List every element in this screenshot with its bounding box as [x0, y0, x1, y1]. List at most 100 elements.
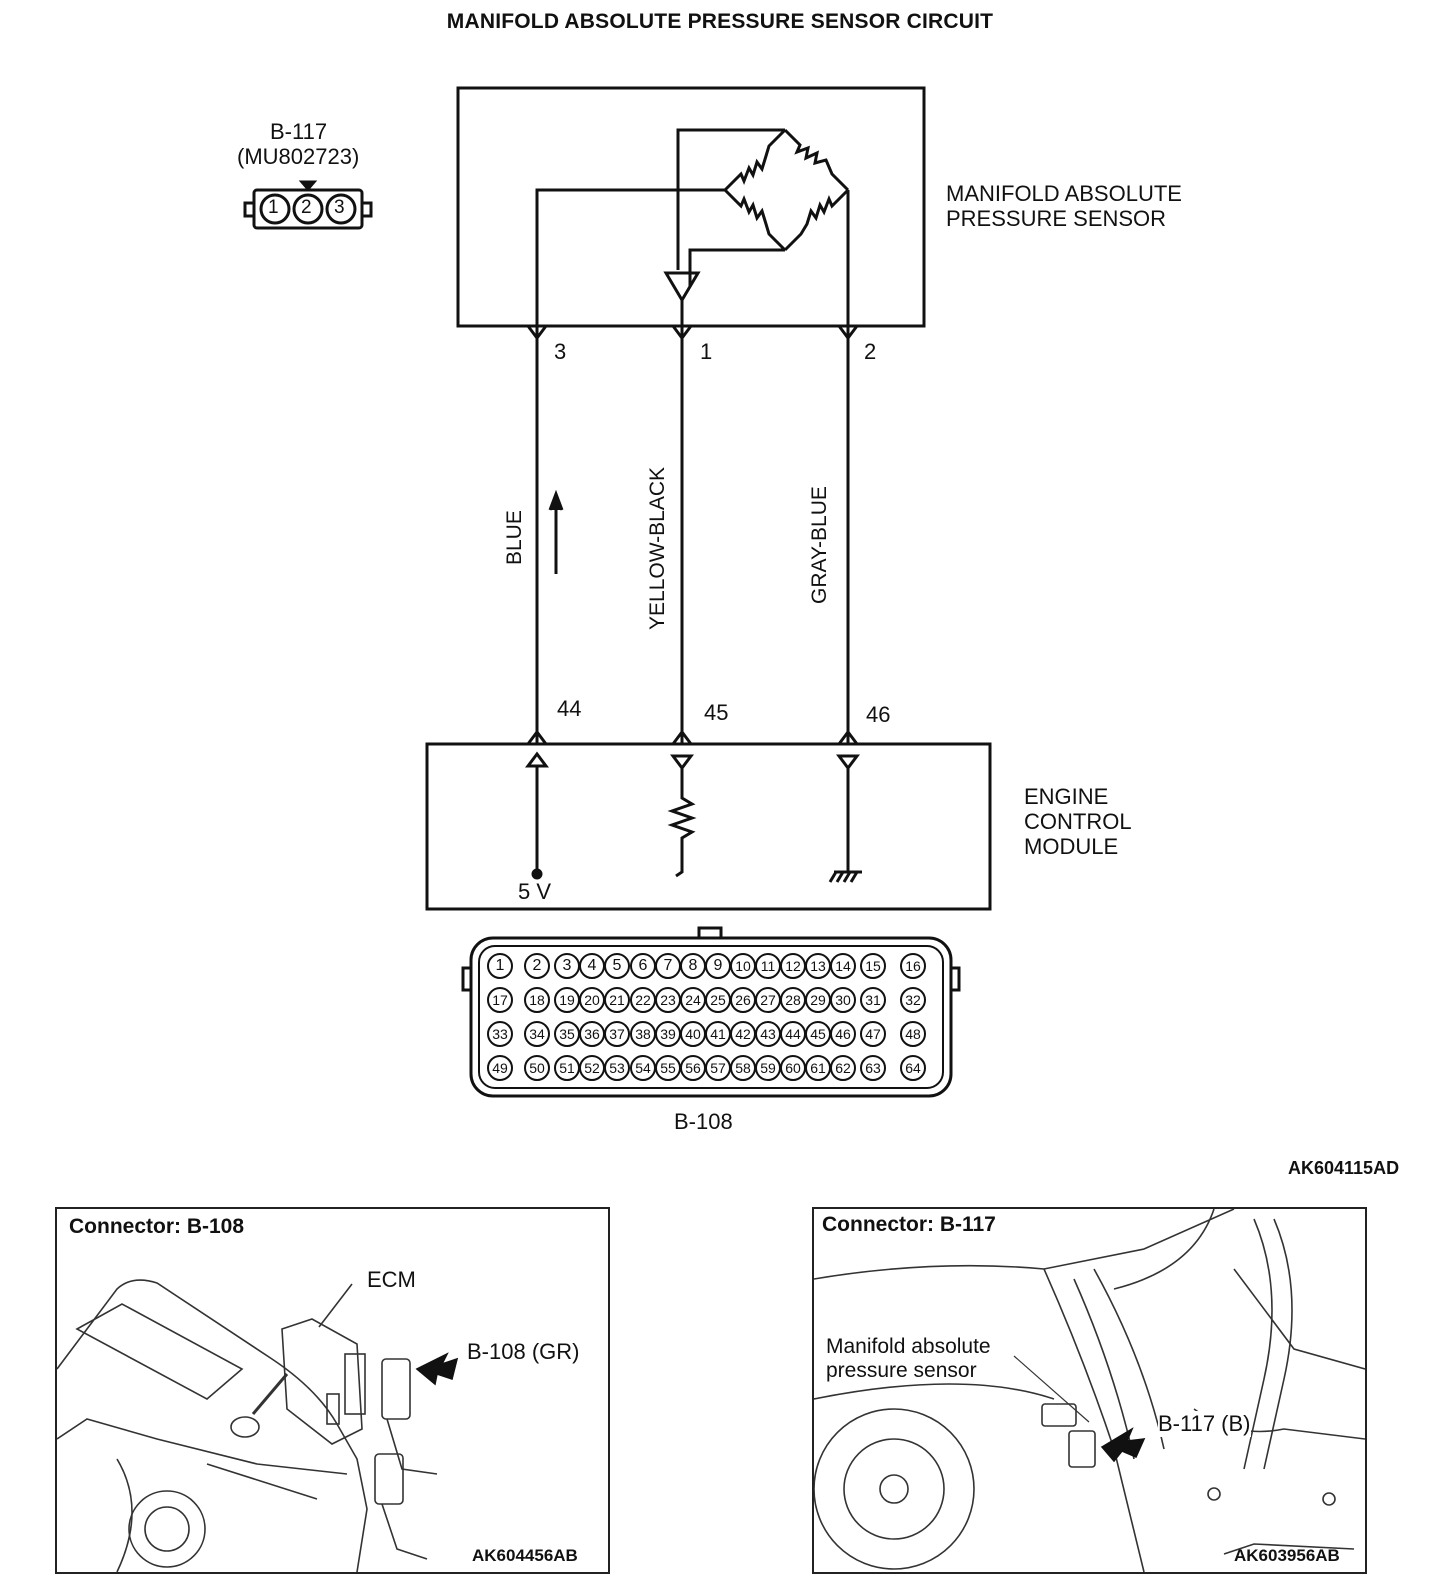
panel-b117-sensor-label-line1: Manifold absolute	[826, 1335, 991, 1359]
car-outline	[57, 1279, 368, 1572]
b108-pin-number: 61	[810, 1060, 826, 1076]
b108-pin-number: 23	[660, 992, 676, 1008]
b108-pin-circle	[524, 1055, 550, 1081]
panel-b117-illustration	[814, 1209, 1365, 1572]
b108-pin-number: 1	[495, 957, 505, 974]
sensor-label-line2: PRESSURE SENSOR	[946, 206, 1167, 231]
diagram-title: MANIFOLD ABSOLUTE PRESSURE SENSOR CIRCUI…	[446, 10, 994, 33]
b117-connector-id: B-117	[270, 119, 328, 144]
b108-pin-number: 13	[810, 958, 826, 974]
b108-pin-number: 24	[685, 992, 701, 1008]
b108-pin-number: 16	[905, 958, 921, 974]
ecm-input-arrow-middle	[670, 754, 694, 771]
b108-pin-circle	[524, 987, 550, 1013]
b108-pin-number: 17	[492, 992, 508, 1008]
b108-pin-number: 12	[785, 958, 801, 974]
b108-pin-circle	[830, 953, 856, 979]
b108-pin-circle	[487, 1055, 513, 1081]
b108-pin-number: 29	[810, 992, 826, 1008]
sensor-box	[456, 86, 926, 328]
panel-connector-b117: Connector: B-117 Manifold absolute press…	[812, 1207, 1367, 1574]
b108-pin-number: 34	[529, 1026, 545, 1042]
b108-pin-number: 41	[710, 1026, 726, 1042]
b108-pin-number: 38	[635, 1026, 651, 1042]
b108-pin-number: 53	[609, 1060, 625, 1076]
b108-pin-number: 28	[785, 992, 801, 1008]
b117-connector-part: (MU802723)	[237, 144, 360, 169]
b108-pin-number: 54	[635, 1060, 651, 1076]
b108-pin-circle	[487, 1021, 513, 1047]
b108-connector-id: B-108	[674, 1109, 733, 1134]
b108-pin-circle	[604, 987, 630, 1013]
figure-code: AK604115AD	[1288, 1158, 1400, 1178]
panel-b117-code: AK603956AB	[1234, 1546, 1340, 1565]
b108-pin-number: 27	[760, 992, 776, 1008]
b108-pin-circle	[860, 1021, 886, 1047]
b108-pin-number: 20	[584, 992, 600, 1008]
b108-pin-circle	[524, 953, 550, 979]
b108-pin-number: 47	[865, 1026, 881, 1042]
b108-pin-circle	[604, 1021, 630, 1047]
b117-pin-3: 3	[334, 197, 345, 218]
b117-pointer-arrow	[1100, 1427, 1146, 1463]
b108-pin-circle	[900, 987, 926, 1013]
ecm-unit	[281, 1318, 363, 1445]
panel-b108-connector-label: B-108 (GR)	[467, 1339, 580, 1364]
b108-pin-circle	[604, 953, 630, 979]
wheel	[128, 1490, 206, 1568]
b108-pin-number: 63	[865, 1060, 881, 1076]
wire-label-gray-blue: GRAY-BLUE	[808, 486, 831, 604]
b108-pin-number: 50	[529, 1060, 545, 1076]
b117-pin-1: 1	[268, 197, 279, 218]
b108-pin-number: 19	[559, 992, 575, 1008]
b108-pin-circle	[604, 1055, 630, 1081]
wire-internal-top	[676, 128, 785, 270]
b108-pin-circle	[900, 1021, 926, 1047]
b108-pin-number: 52	[584, 1060, 600, 1076]
b108-pin-number: 9	[713, 957, 723, 974]
b108-pin-number: 60	[785, 1060, 801, 1076]
panel-b108-ecm-label: ECM	[367, 1267, 416, 1292]
b108-pin-number: 39	[660, 1026, 676, 1042]
b108-pin-number: 40	[685, 1026, 701, 1042]
ecm-pin-44: 44	[557, 696, 582, 721]
ecm-resistor	[667, 768, 697, 878]
panel-b108-illustration	[57, 1279, 459, 1572]
b108-pin-circle	[860, 987, 886, 1013]
ecm-input-arrow-left	[525, 751, 549, 768]
panel-connector-b108: Connector: B-108 ECM B-108 (GR) AK604456…	[55, 1207, 610, 1574]
b108-pin-grid	[487, 953, 926, 1081]
b108-pin-number: 59	[760, 1060, 776, 1076]
b108-pin-number: 51	[559, 1060, 575, 1076]
sensor-pin-3: 3	[554, 339, 567, 364]
intake-runner	[1043, 1268, 1145, 1572]
b108-pin-number: 43	[760, 1026, 776, 1042]
b108-pin-circle	[860, 953, 886, 979]
b108-pin-number: 32	[905, 992, 921, 1008]
b108-pin-number: 14	[835, 958, 851, 974]
b108-pin-number: 58	[735, 1060, 751, 1076]
ecm-supply-voltage: 5 V	[518, 879, 552, 904]
b108-pin-circle	[830, 987, 856, 1013]
b108-pin-number: 49	[492, 1060, 508, 1076]
b108-pin-number: 46	[835, 1026, 851, 1042]
b108-pin-number: 2	[532, 957, 542, 974]
b108-pin-number: 48	[905, 1026, 921, 1042]
map-sensor-in-photo	[1041, 1403, 1077, 1427]
bridge-resistor-tl	[723, 128, 787, 192]
bridge-resistor-tr	[783, 128, 850, 192]
b108-pin-circle	[860, 1055, 886, 1081]
ecm-pin-46: 46	[866, 702, 891, 727]
bridge-resistor-br	[783, 188, 850, 252]
b108-pin-number: 57	[710, 1060, 726, 1076]
b108-pin-number: 22	[635, 992, 651, 1008]
windshield	[75, 1303, 244, 1400]
pulley	[814, 1408, 975, 1570]
amplifier-symbol	[663, 271, 701, 303]
ecm-input-arrow-right	[836, 754, 860, 771]
b108-pin-number: 18	[529, 992, 545, 1008]
wire-label-blue: BLUE	[503, 510, 526, 565]
b108-pin-number: 55	[660, 1060, 676, 1076]
panel-b117-title: Connector: B-117	[822, 1213, 996, 1236]
